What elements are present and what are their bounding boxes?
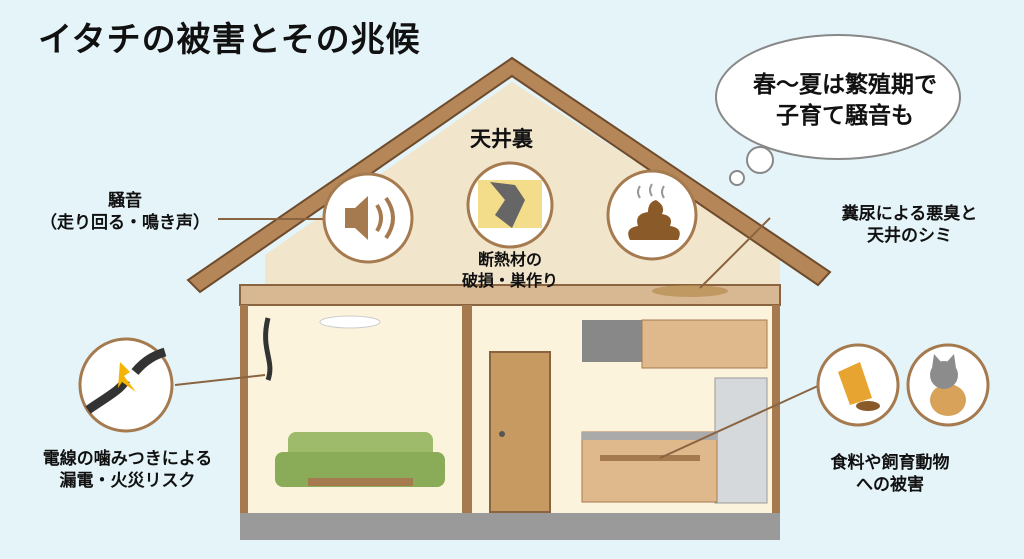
label-line: （走り回る・鳴き声） xyxy=(40,213,210,234)
label-line: 破損・巣作り xyxy=(461,270,558,290)
food-label: 食料や飼育動物 への被害 xyxy=(810,452,970,496)
foundation xyxy=(240,513,780,540)
damaged-insulation-icon xyxy=(466,161,554,249)
bubble-line: 春〜夏は繁殖期で xyxy=(753,72,937,98)
label-line: への被害 xyxy=(856,475,924,496)
cat-icon xyxy=(906,343,990,427)
label-line: 騒音 xyxy=(108,191,142,211)
door xyxy=(489,351,551,513)
insulation-label: 断熱材の 破損・巣作り xyxy=(445,250,575,292)
interior-wall xyxy=(462,305,472,515)
electric-wire xyxy=(263,317,273,381)
leader-lines xyxy=(174,217,821,459)
droppings-label: 糞尿による悪臭と 天井のシミ xyxy=(822,203,997,247)
ceiling-stain xyxy=(652,285,728,297)
droppings-icon xyxy=(606,169,698,261)
bubble-line: 子育て騒音も xyxy=(776,103,914,130)
thought-bubble xyxy=(715,34,961,186)
ceiling-light xyxy=(319,315,381,329)
sofa xyxy=(275,432,445,487)
label-line: 食料や飼育動物 xyxy=(830,453,950,473)
kitchen xyxy=(581,319,768,504)
wires-label: 電線の噛みつきによる 漏電・火災リスク xyxy=(15,448,240,492)
label-line: 天井のシミ xyxy=(867,226,952,247)
roof xyxy=(186,56,832,294)
bubble-text: 春〜夏は繁殖期で 子育て騒音も xyxy=(730,70,960,132)
label-line: 糞尿による悪臭と xyxy=(841,204,978,224)
speaker-icon xyxy=(322,172,414,264)
noise-label: 騒音 （走り回る・鳴き声） xyxy=(30,190,220,234)
food-bag-icon xyxy=(816,343,900,427)
label-line: 漏電・火災リスク xyxy=(59,471,196,492)
attic-label: 天井裏 xyxy=(470,127,533,151)
chewed-wire-icon xyxy=(78,337,174,433)
page-title: イタチの被害とその兆候 xyxy=(38,20,421,60)
attic-floor xyxy=(239,284,781,306)
label-line: 断熱材の xyxy=(477,250,542,269)
label-line: 電線の噛みつきによる xyxy=(42,449,213,469)
